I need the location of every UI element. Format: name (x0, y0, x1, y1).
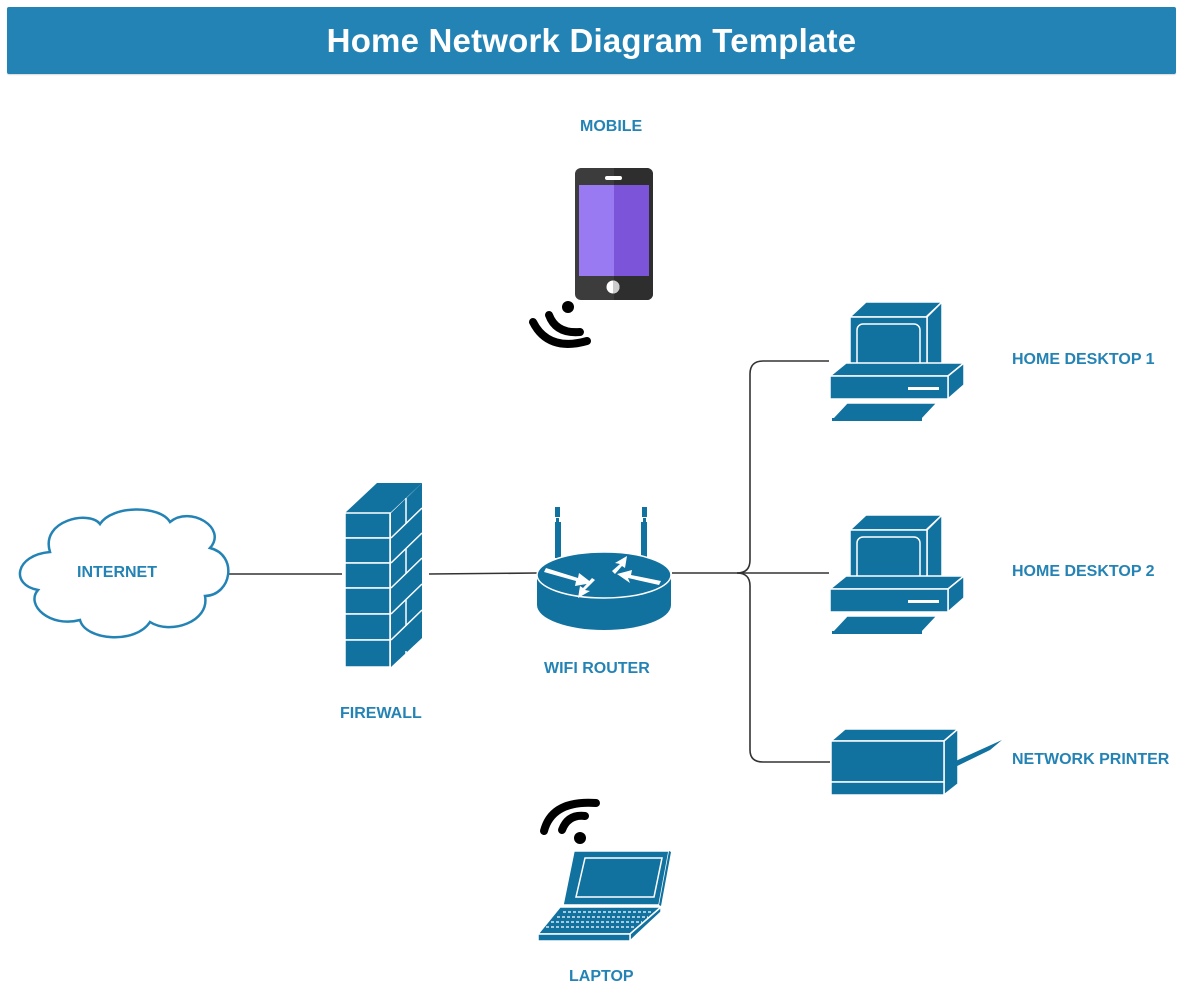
smartphone-icon[interactable] (575, 168, 653, 300)
connector-bus-printer[interactable] (736, 572, 830, 763)
connector-bus-desktop1[interactable] (736, 360, 829, 574)
router-label: WIFI ROUTER (544, 660, 650, 677)
desktop-computer-icon[interactable] (827, 300, 967, 421)
desktop2-label: HOME DESKTOP 2 (1012, 563, 1155, 580)
desktop-computer-icon[interactable] (827, 513, 967, 634)
wifi-signal-icon (529, 301, 591, 348)
brick-wall-icon[interactable] (344, 483, 423, 668)
desktop1-label: HOME DESKTOP 1 (1012, 351, 1155, 368)
cloud-icon[interactable] (18, 508, 230, 639)
laptop-icon[interactable] (536, 850, 671, 943)
printer-icon[interactable] (828, 727, 1002, 797)
mobile-label: MOBILE (580, 118, 643, 135)
router-icon[interactable] (536, 507, 672, 630)
internet-label: INTERNET (77, 564, 157, 581)
title-bar: Home Network Diagram Template (7, 7, 1176, 74)
diagram-title: Home Network Diagram Template (326, 21, 857, 59)
wifi-signal-icon (540, 798, 600, 844)
laptop-label: LAPTOP (569, 968, 634, 985)
connector-firewall-router[interactable] (428, 572, 538, 575)
printer-label: NETWORK PRINTER (1012, 751, 1170, 768)
firewall-label: FIREWALL (340, 705, 422, 722)
